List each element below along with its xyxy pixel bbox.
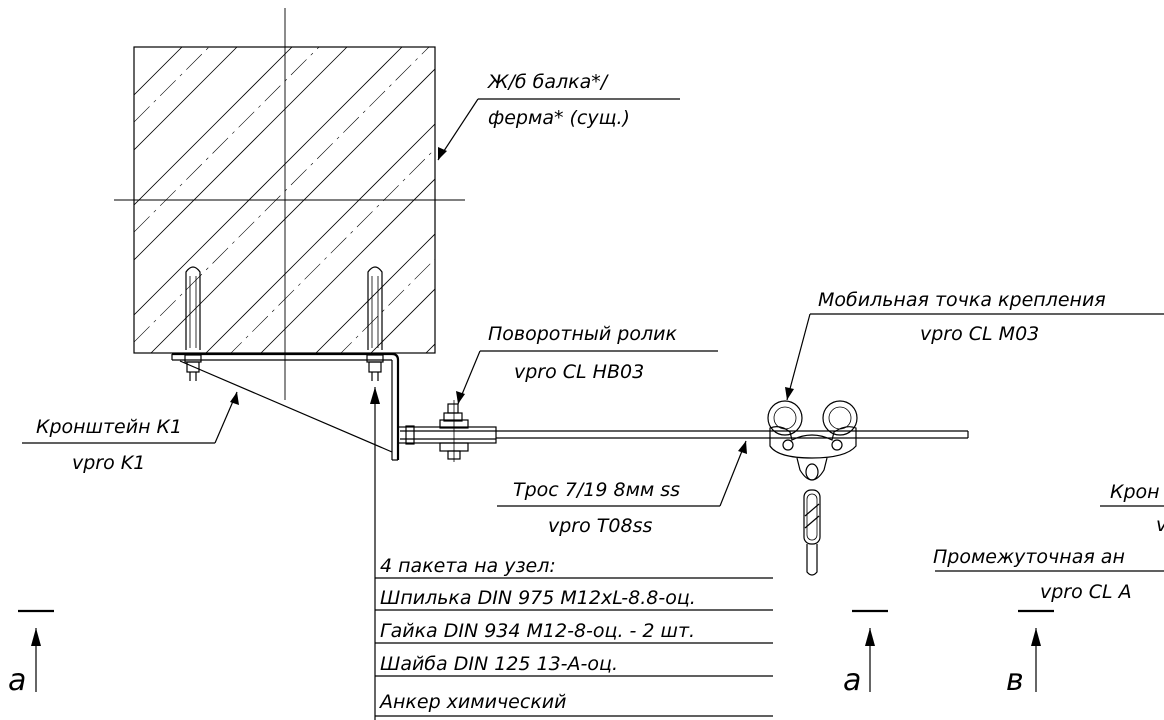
beam-label-line1: Ж/б балка*/ [487, 71, 610, 93]
fastener-item-1: Шпилька DIN 975 М12xL-8.8-оц. [380, 587, 696, 609]
intermediate-anchor-label-line2: vpro CL A [1040, 581, 1132, 603]
right-bracket-partial-label: Крон [1110, 481, 1160, 503]
bracket-label-line2: vpro K1 [72, 452, 145, 474]
bracket-k1 [171, 352, 400, 461]
pulley-hb03 [397, 400, 497, 462]
mobile-anchor-m03 [767, 400, 858, 576]
cable [496, 430, 969, 439]
cable-label-line1: Трос 7/19 8мм ss [513, 479, 680, 501]
mobile-label-line2: vpro CL M03 [920, 323, 1039, 345]
pulley-label-line2: vpro CL HB03 [514, 361, 644, 383]
mobile-leader [786, 313, 811, 401]
section-label-right: в [1006, 663, 1024, 698]
cable-label-line2: vpro T08ss [548, 515, 652, 537]
anchor-rod-right [366, 266, 384, 381]
intermediate-anchor-label-line1: Промежуточная ан [933, 546, 1125, 568]
right-bracket-partial-label-line2: v [1156, 514, 1164, 536]
fastener-item-4: Анкер химический [378, 691, 567, 713]
fasteners-header: 4 пакета на узел: [380, 555, 556, 577]
section-label-middle: а [843, 663, 861, 698]
fasteners-table [375, 577, 773, 717]
beam-leader [437, 98, 479, 161]
section-mark-left [18, 609, 54, 692]
bracket-label-line1: Кронштейн К1 [36, 416, 182, 438]
section-mark-middle [852, 609, 888, 692]
beam-hatching [134, 47, 435, 353]
mobile-label-line1: Мобильная точка крепления [818, 289, 1106, 311]
section-mark-right [1018, 609, 1054, 692]
fastener-item-3: Шайба DIN 125 13-А-оц. [380, 653, 618, 675]
pulley-label-line1: Поворотный ролик [488, 323, 677, 345]
fastener-item-2: Гайка DIN 934 М12-8-оц. - 2 шт. [380, 620, 695, 642]
beam-label-line2: ферма* (сущ.) [488, 107, 630, 129]
section-label-left: а [8, 663, 26, 698]
